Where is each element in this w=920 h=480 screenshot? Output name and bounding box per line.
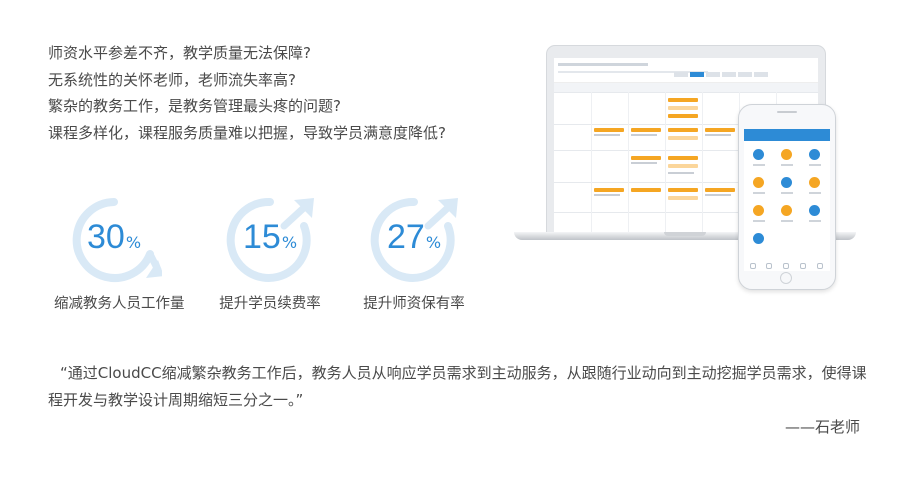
quote-author: ——石老师 [784, 418, 860, 436]
circular-arrow-up-icon: 27% [366, 196, 462, 284]
pain-point: 课程多样化，课程服务质量难以把握，导致学员满意度降低? [48, 123, 446, 142]
stat-unit: % [425, 233, 442, 252]
pain-point: 无系统性的关怀老师，老师流失率高? [48, 70, 296, 89]
stat-unit: % [281, 233, 298, 252]
stat-renewal: 15% 提升学员续费率 [210, 196, 330, 313]
pain-point-list: 师资水平参差不齐，教学质量无法保障? 无系统性的关怀老师，老师流失率高? 繁杂的… [48, 40, 446, 146]
pain-point: 师资水平参差不齐，教学质量无法保障? [48, 44, 311, 62]
phone-screen [744, 129, 830, 271]
testimonial-quote: “通过CloudCC缩减繁杂教务工作后，教务人员从响应学员需求到主动服务，从跟随… [48, 360, 868, 414]
circular-arrow-up-icon: 15% [222, 196, 318, 284]
stat-value: 15 [242, 218, 281, 256]
stat-unit: % [125, 233, 142, 252]
stat-label: 提升师资保有率 [363, 296, 465, 312]
phone-home-button [780, 272, 792, 284]
laptop-base [514, 232, 856, 240]
pain-point: 繁杂的教务工作，是教务管理最头疼的问题? [48, 97, 341, 115]
stat-workload: 30% 缩减教务人员工作量 [54, 196, 185, 313]
stat-label: 提升学员续费率 [219, 296, 321, 312]
phone-illustration [738, 104, 836, 290]
quote-text: “通过CloudCC缩减繁杂教务工作后，教务人员从响应学员需求到主动服务，从跟随… [48, 364, 867, 409]
circular-arrow-down-icon: 30% [66, 196, 162, 284]
stat-value: 27 [386, 218, 425, 256]
stat-label: 缩减教务人员工作量 [54, 296, 185, 312]
stat-teacher-retention: 27% 提升师资保有率 [354, 196, 474, 313]
stat-value: 30 [86, 218, 125, 256]
